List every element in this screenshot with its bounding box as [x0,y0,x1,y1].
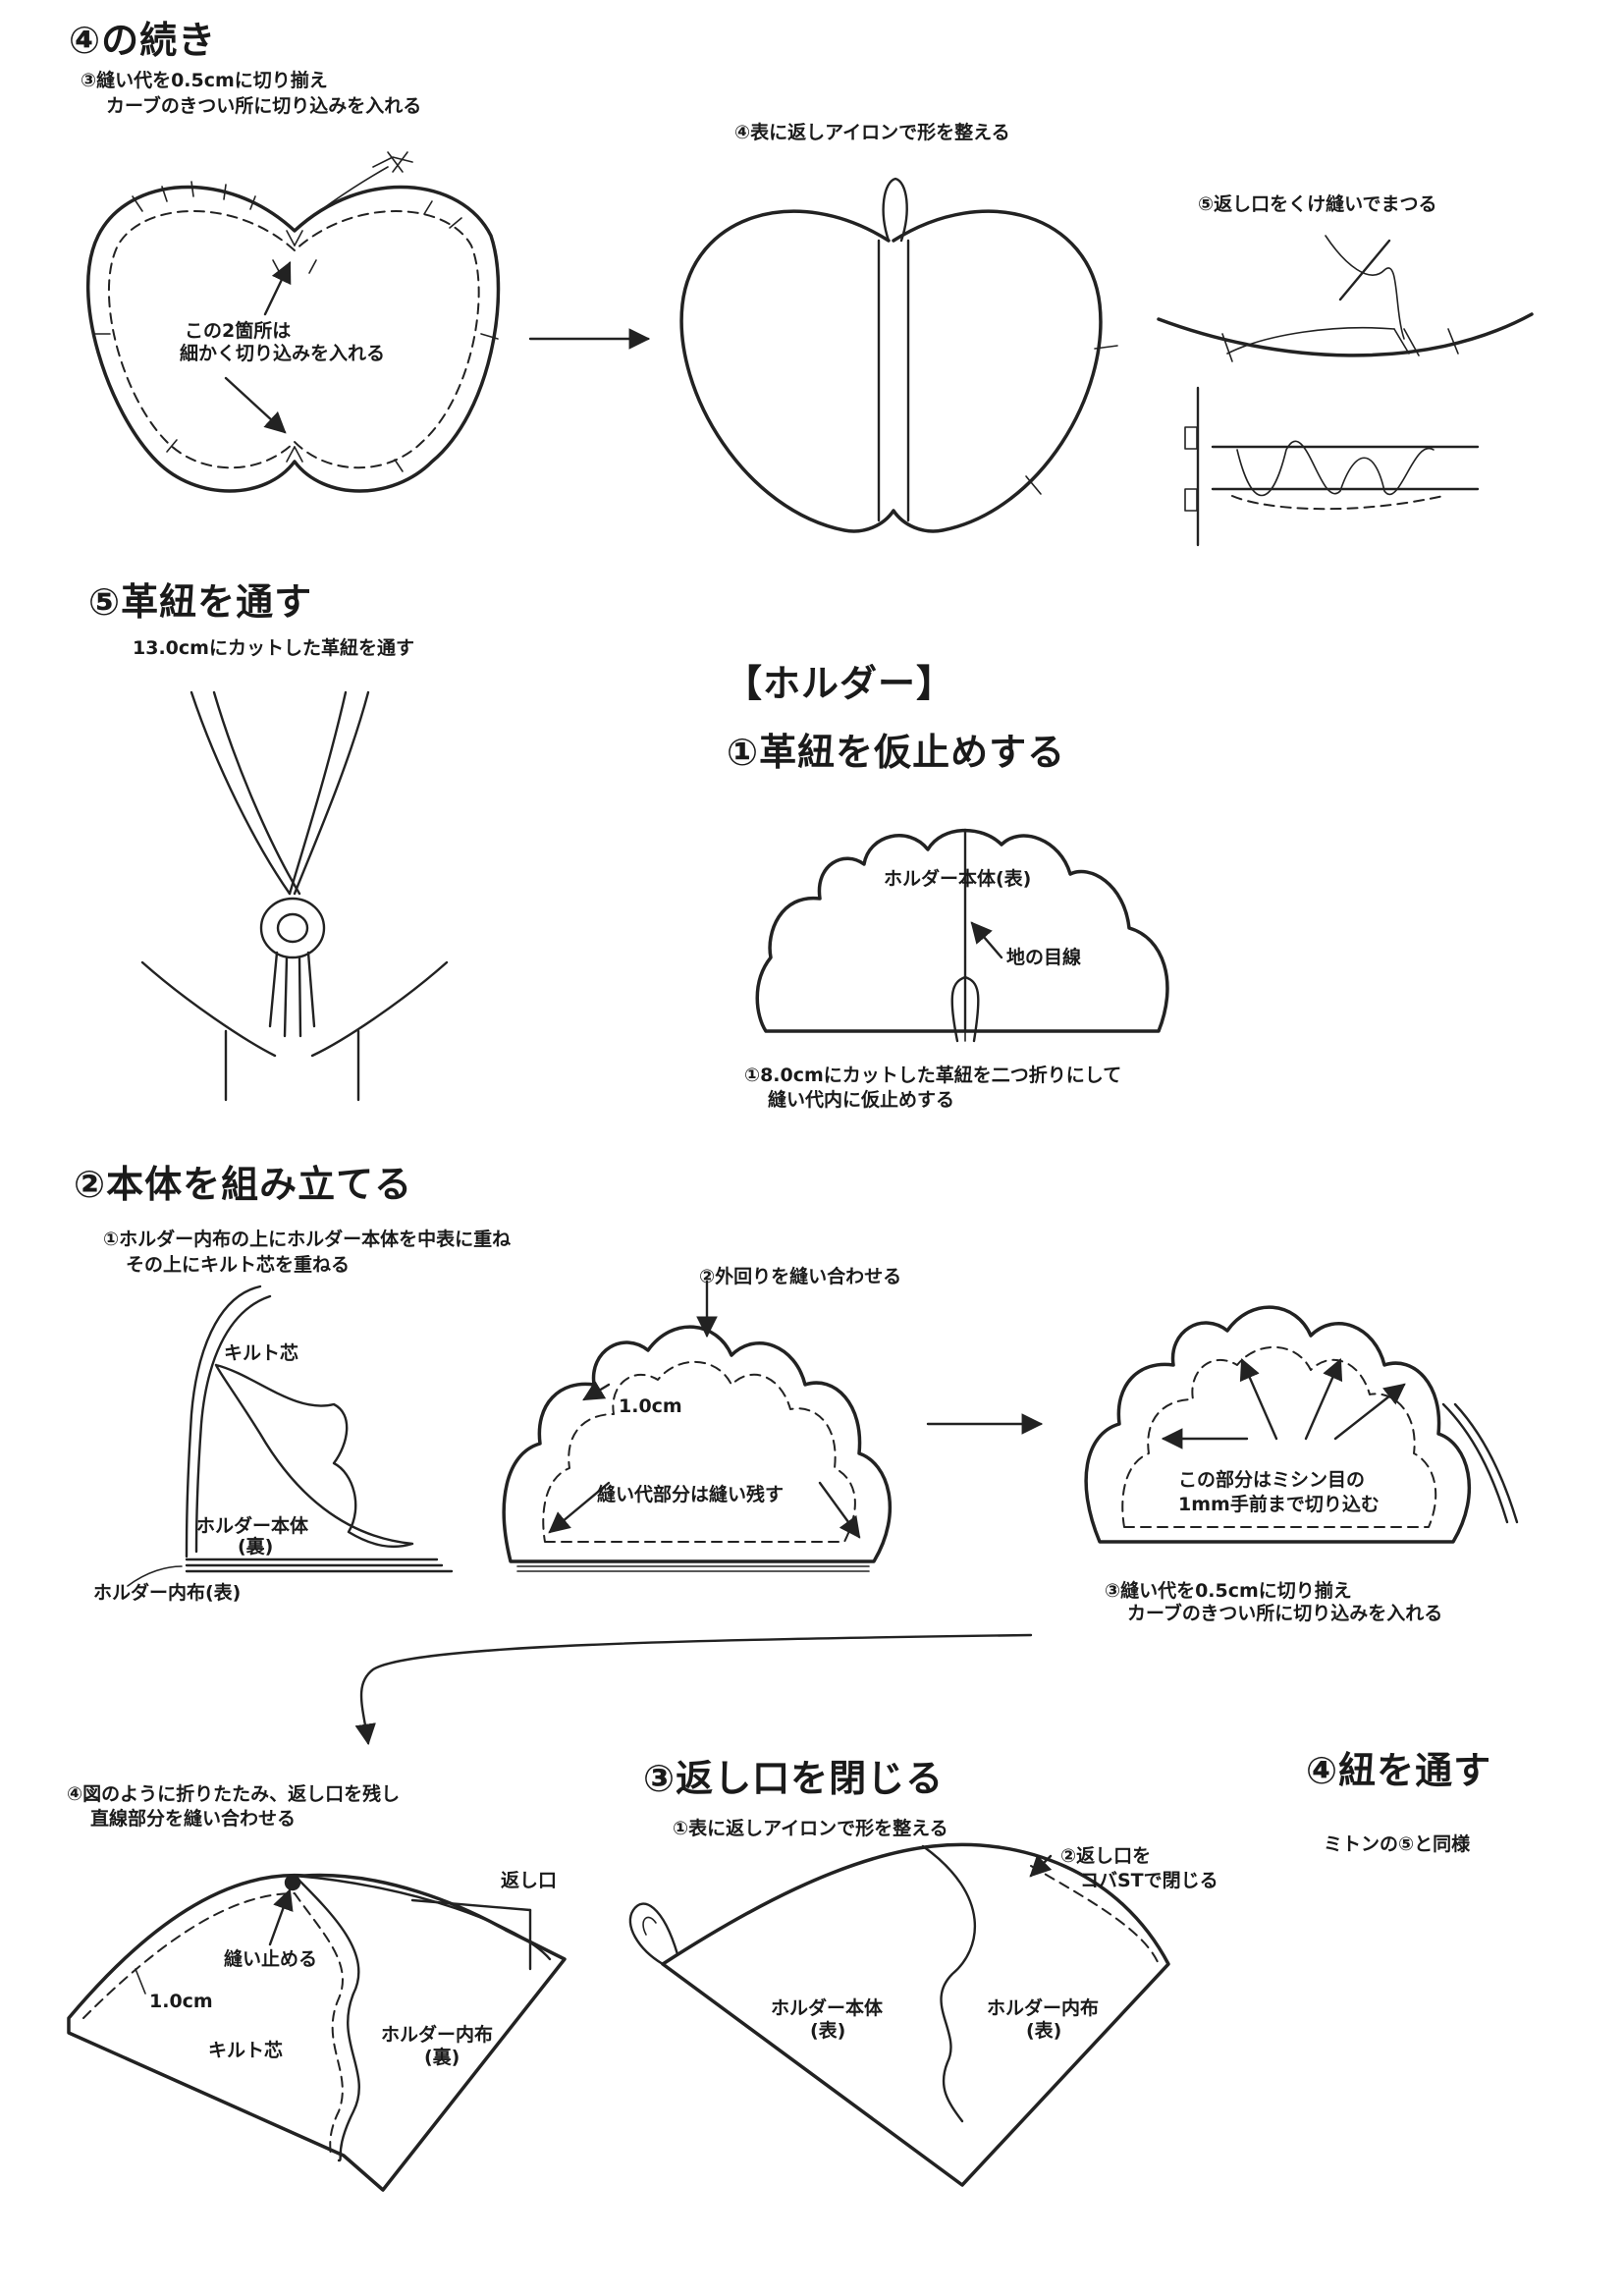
assemble-body-back-label-2: (裏) [238,1537,273,1558]
assemble-note1-line2: その上にキルト芯を重ねる [126,1255,350,1277]
s4-step3-line1: ③縫い代を0.5cmに切り揃え [81,71,328,92]
assemble-quilt-label: キルト芯 [224,1343,298,1365]
section-4-cont-title: ④の続き [69,20,216,63]
close-body-label-2: (表) [810,2021,845,2043]
fold-opening-label: 返し口 [501,1871,557,1892]
holder-heading: 【ホルダー】 [725,663,954,706]
fold-note4-line1: ④図のように折りたたみ、返し口を残し [67,1784,400,1806]
leather-cord-figure [142,692,447,1100]
s4-note-line2: 細かく切り込みを入れる [180,344,385,365]
heart-pattern-figure [88,152,499,491]
fold-dim-1cm: 1.0cm [149,1992,213,2013]
holder-step1-note-line2: 縫い代内に仮止めする [768,1090,954,1112]
close-note2-line2: コバSTで閉じる [1080,1871,1218,1892]
string-title: ④紐を通す [1306,1750,1491,1793]
assemble-note2: ②外回りを縫い合わせる [699,1267,901,1288]
fold-inner-label: ホルダー内布 [381,2025,493,2047]
s4-step5-label: ⑤返し口をくけ縫いでまつる [1198,194,1437,216]
assemble-leave-label: 縫い代部分は縫い残す [597,1485,784,1506]
fold-stop-label: 縫い止める [224,1949,317,1971]
section-5-title: ⑤革紐を通す [88,581,312,625]
assemble-note3-line1: ③縫い代を0.5cmに切り揃え [1105,1581,1352,1603]
layering-figure [128,1286,452,1586]
s5-subtitle: 13.0cmにカットした革紐を通す [133,638,414,660]
heart-turned-figure [681,179,1117,531]
s4-step3-line2: カーブのきつい所に切り込みを入れる [106,96,421,118]
string-note: ミトンの⑤と同様 [1324,1834,1470,1856]
assemble-cut-label-line2: 1mm手前まで切り込む [1178,1495,1380,1516]
close-body-label: ホルダー本体 [771,1998,883,2020]
close-title: ③返し口を閉じる [643,1758,944,1801]
holder-step1-note-line1: ①8.0cmにカットした革紐を二つ折りにして [744,1066,1121,1087]
close-inner-label-2: (表) [1026,2021,1061,2043]
curved-arrow-down [361,1635,1031,1743]
holder-body-label: ホルダー本体(表) [884,869,1031,891]
fold-note4-line2: 直線部分を縫い合わせる [90,1809,296,1831]
holder-grain-label: 地の目線 [1006,948,1081,969]
holder-step1-title: ①革紐を仮止めする [727,732,1065,775]
holder-fan-figure [757,830,1167,1041]
close-note1: ①表に返しアイロンで形を整える [673,1819,948,1840]
assemble-body-back-label: ホルダー本体 [196,1516,308,1538]
assemble-note3-line2: カーブのきつい所に切り込みを入れる [1127,1604,1442,1625]
assemble-note1-line1: ①ホルダー内布の上にホルダー本体を中表に重ね [103,1230,511,1251]
assemble-inner-front-label: ホルダー内布(表) [93,1583,241,1605]
assemble-dim-1cm: 1.0cm [619,1396,682,1418]
s4-step4-label: ④表に返しアイロンで形を整える [734,123,1010,144]
fold-inner-label-2: (裏) [424,2048,460,2069]
assemble-title: ②本体を組み立てる [74,1164,412,1207]
close-inner-label: ホルダー内布 [987,1998,1099,2020]
sew-outer-edge-figure [504,1282,890,1571]
fold-quilt-label: キルト芯 [208,2041,283,2062]
s4-note-line1: この2箇所は [185,321,291,343]
slip-stitch-figure [1159,236,1532,545]
assemble-cut-label-line1: この部分はミシン目の [1178,1470,1365,1492]
close-note2-line1: ②返し口を [1060,1846,1151,1868]
